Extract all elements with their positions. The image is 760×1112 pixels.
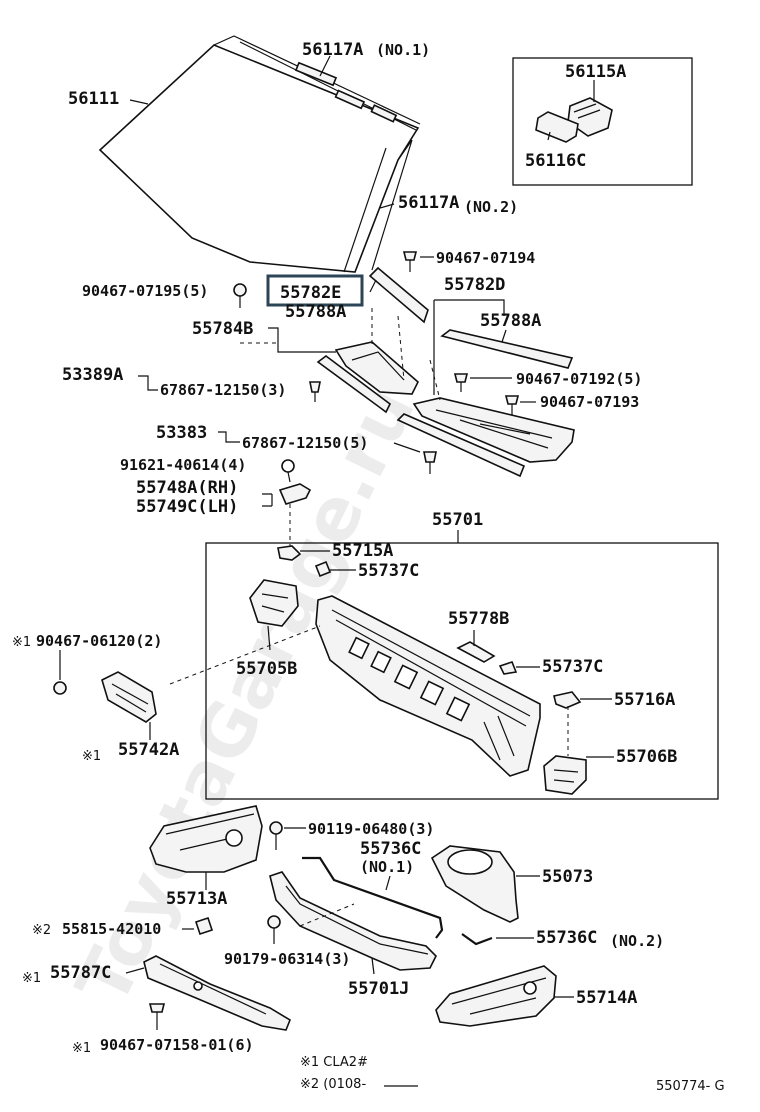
panel-55713a xyxy=(149,805,263,873)
clip-55715a xyxy=(277,545,302,561)
label-55716a: 55716A xyxy=(614,690,675,710)
label-90467-07194: 90467-07194 xyxy=(436,249,535,267)
label-55737c-lower: 55737C xyxy=(542,657,603,677)
plug-55815-42010 xyxy=(194,916,214,936)
clip-55737c-upper xyxy=(314,560,332,578)
clip-90467-07158 xyxy=(148,1003,166,1030)
label-67867-12150-3: 67867-12150(3) xyxy=(160,381,286,399)
bracket-55742a xyxy=(101,671,157,723)
mark-55815-42010: ※2 xyxy=(32,923,51,938)
label-55737c-upper: 55737C xyxy=(358,561,419,581)
label-55706b: 55706B xyxy=(616,747,677,767)
tray-55701j xyxy=(269,871,437,971)
label-55748a: 55748A(RH) xyxy=(136,478,238,498)
clip-55778b xyxy=(456,641,496,663)
label-55749c: 55749C(LH) xyxy=(136,497,238,517)
bracket-55706b xyxy=(543,755,587,795)
screw-90467-07194 xyxy=(402,251,418,272)
screw-90467-07192 xyxy=(453,373,469,392)
label-55701j: 55701J xyxy=(348,979,409,999)
cowl-louver-left xyxy=(334,341,419,395)
weatherstrip-55788a-left xyxy=(368,266,429,324)
mark-55787c: ※1 xyxy=(22,971,41,986)
label-55701: 55701 xyxy=(432,510,483,530)
label-90179-06314: 90179-06314(3) xyxy=(224,950,350,968)
bolt-90119-06480 xyxy=(269,821,283,850)
clip-56116c xyxy=(535,111,579,143)
weatherstrip-55788a-right xyxy=(440,329,574,369)
highlight-box-55782e xyxy=(266,274,364,307)
seal-53383 xyxy=(396,413,526,478)
label-56117a-no1-note: (NO.1) xyxy=(376,41,430,59)
label-90467-07192: 90467-07192(5) xyxy=(516,370,642,388)
label-53383: 53383 xyxy=(156,423,207,443)
rod-55736c-no1 xyxy=(302,856,444,939)
label-55742a: 55742A xyxy=(118,740,179,760)
bolt-90179-06314 xyxy=(267,915,281,944)
label-55714a: 55714A xyxy=(576,988,637,1008)
label-55713a: 55713A xyxy=(166,889,227,909)
dash-panel-55701 xyxy=(315,595,541,777)
label-55788a-left: 55788A xyxy=(285,302,346,322)
label-90467-07195: 90467-07195(5) xyxy=(82,282,208,300)
label-56117a-no2-note: (NO.2) xyxy=(464,198,518,216)
label-56111: 56111 xyxy=(68,89,119,109)
rod-55736c-no2 xyxy=(461,933,493,946)
screw-90467-07195 xyxy=(233,283,247,308)
label-55736c-no2: 55736C xyxy=(536,928,597,948)
label-55736c-no1-note: (NO.1) xyxy=(360,858,414,876)
assembly-box-55701 xyxy=(205,542,719,800)
screw-90467-07193 xyxy=(504,395,520,416)
label-55788a-right: 55788A xyxy=(480,311,541,331)
label-55705b: 55705B xyxy=(236,659,297,679)
label-90467-06120: 90467-06120(2) xyxy=(36,632,162,650)
label-55778b: 55778B xyxy=(448,609,509,629)
inset-box-molding-clips xyxy=(512,57,693,186)
windshield-glass xyxy=(98,35,421,273)
label-67867-12150-5: 67867-12150(5) xyxy=(242,434,368,452)
label-90467-07158-01: 90467-07158-01(6) xyxy=(100,1036,254,1054)
label-55073: 55073 xyxy=(542,867,593,887)
label-55787c: 55787C xyxy=(50,963,111,983)
label-55736c-no2-note: (NO.2) xyxy=(610,932,664,950)
label-55815-42010: 55815-42010 xyxy=(62,920,161,938)
cover-55787c xyxy=(143,955,291,1031)
bracket-55705b xyxy=(249,579,299,627)
clip-67867-12150-b xyxy=(423,451,437,474)
label-53389a: 53389A xyxy=(62,365,123,385)
clip-55716a xyxy=(553,691,582,709)
figure-code: 550774- G xyxy=(656,1079,725,1094)
label-55782e: 55782E xyxy=(280,283,341,303)
seal-53389a xyxy=(316,355,392,414)
mark-90467-06120: ※1 xyxy=(12,635,31,650)
label-90119-06480: 90119-06480(3) xyxy=(308,820,434,838)
clip-90467-06120 xyxy=(53,681,67,695)
label-55715a: 55715A xyxy=(332,541,393,561)
label-56116c: 56116C xyxy=(525,151,586,171)
clip-55737c-lower xyxy=(498,661,518,675)
footnote-2: ※2 (0108- xyxy=(300,1077,366,1092)
label-55736c-no1: 55736C xyxy=(360,839,421,859)
mark-55742a: ※1 xyxy=(82,749,101,764)
mark-90467-07158: ※1 xyxy=(72,1041,91,1056)
footnote-1: ※1 CLA2# xyxy=(300,1055,368,1070)
label-90467-07193: 90467-07193 xyxy=(540,393,639,411)
clip-67867-12150-a xyxy=(309,381,321,402)
panel-55714a xyxy=(435,965,557,1027)
label-56115a: 56115A xyxy=(565,62,626,82)
bracket-55748a xyxy=(278,483,312,505)
label-91621-40614: 91621-40614(4) xyxy=(120,456,246,474)
bolt-91621-40614 xyxy=(281,459,295,473)
label-55782d: 55782D xyxy=(444,275,505,295)
label-56117a-no1: 56117A xyxy=(302,40,363,60)
label-55784b: 55784B xyxy=(192,319,253,339)
label-56117a-no2: 56117A xyxy=(398,193,459,213)
